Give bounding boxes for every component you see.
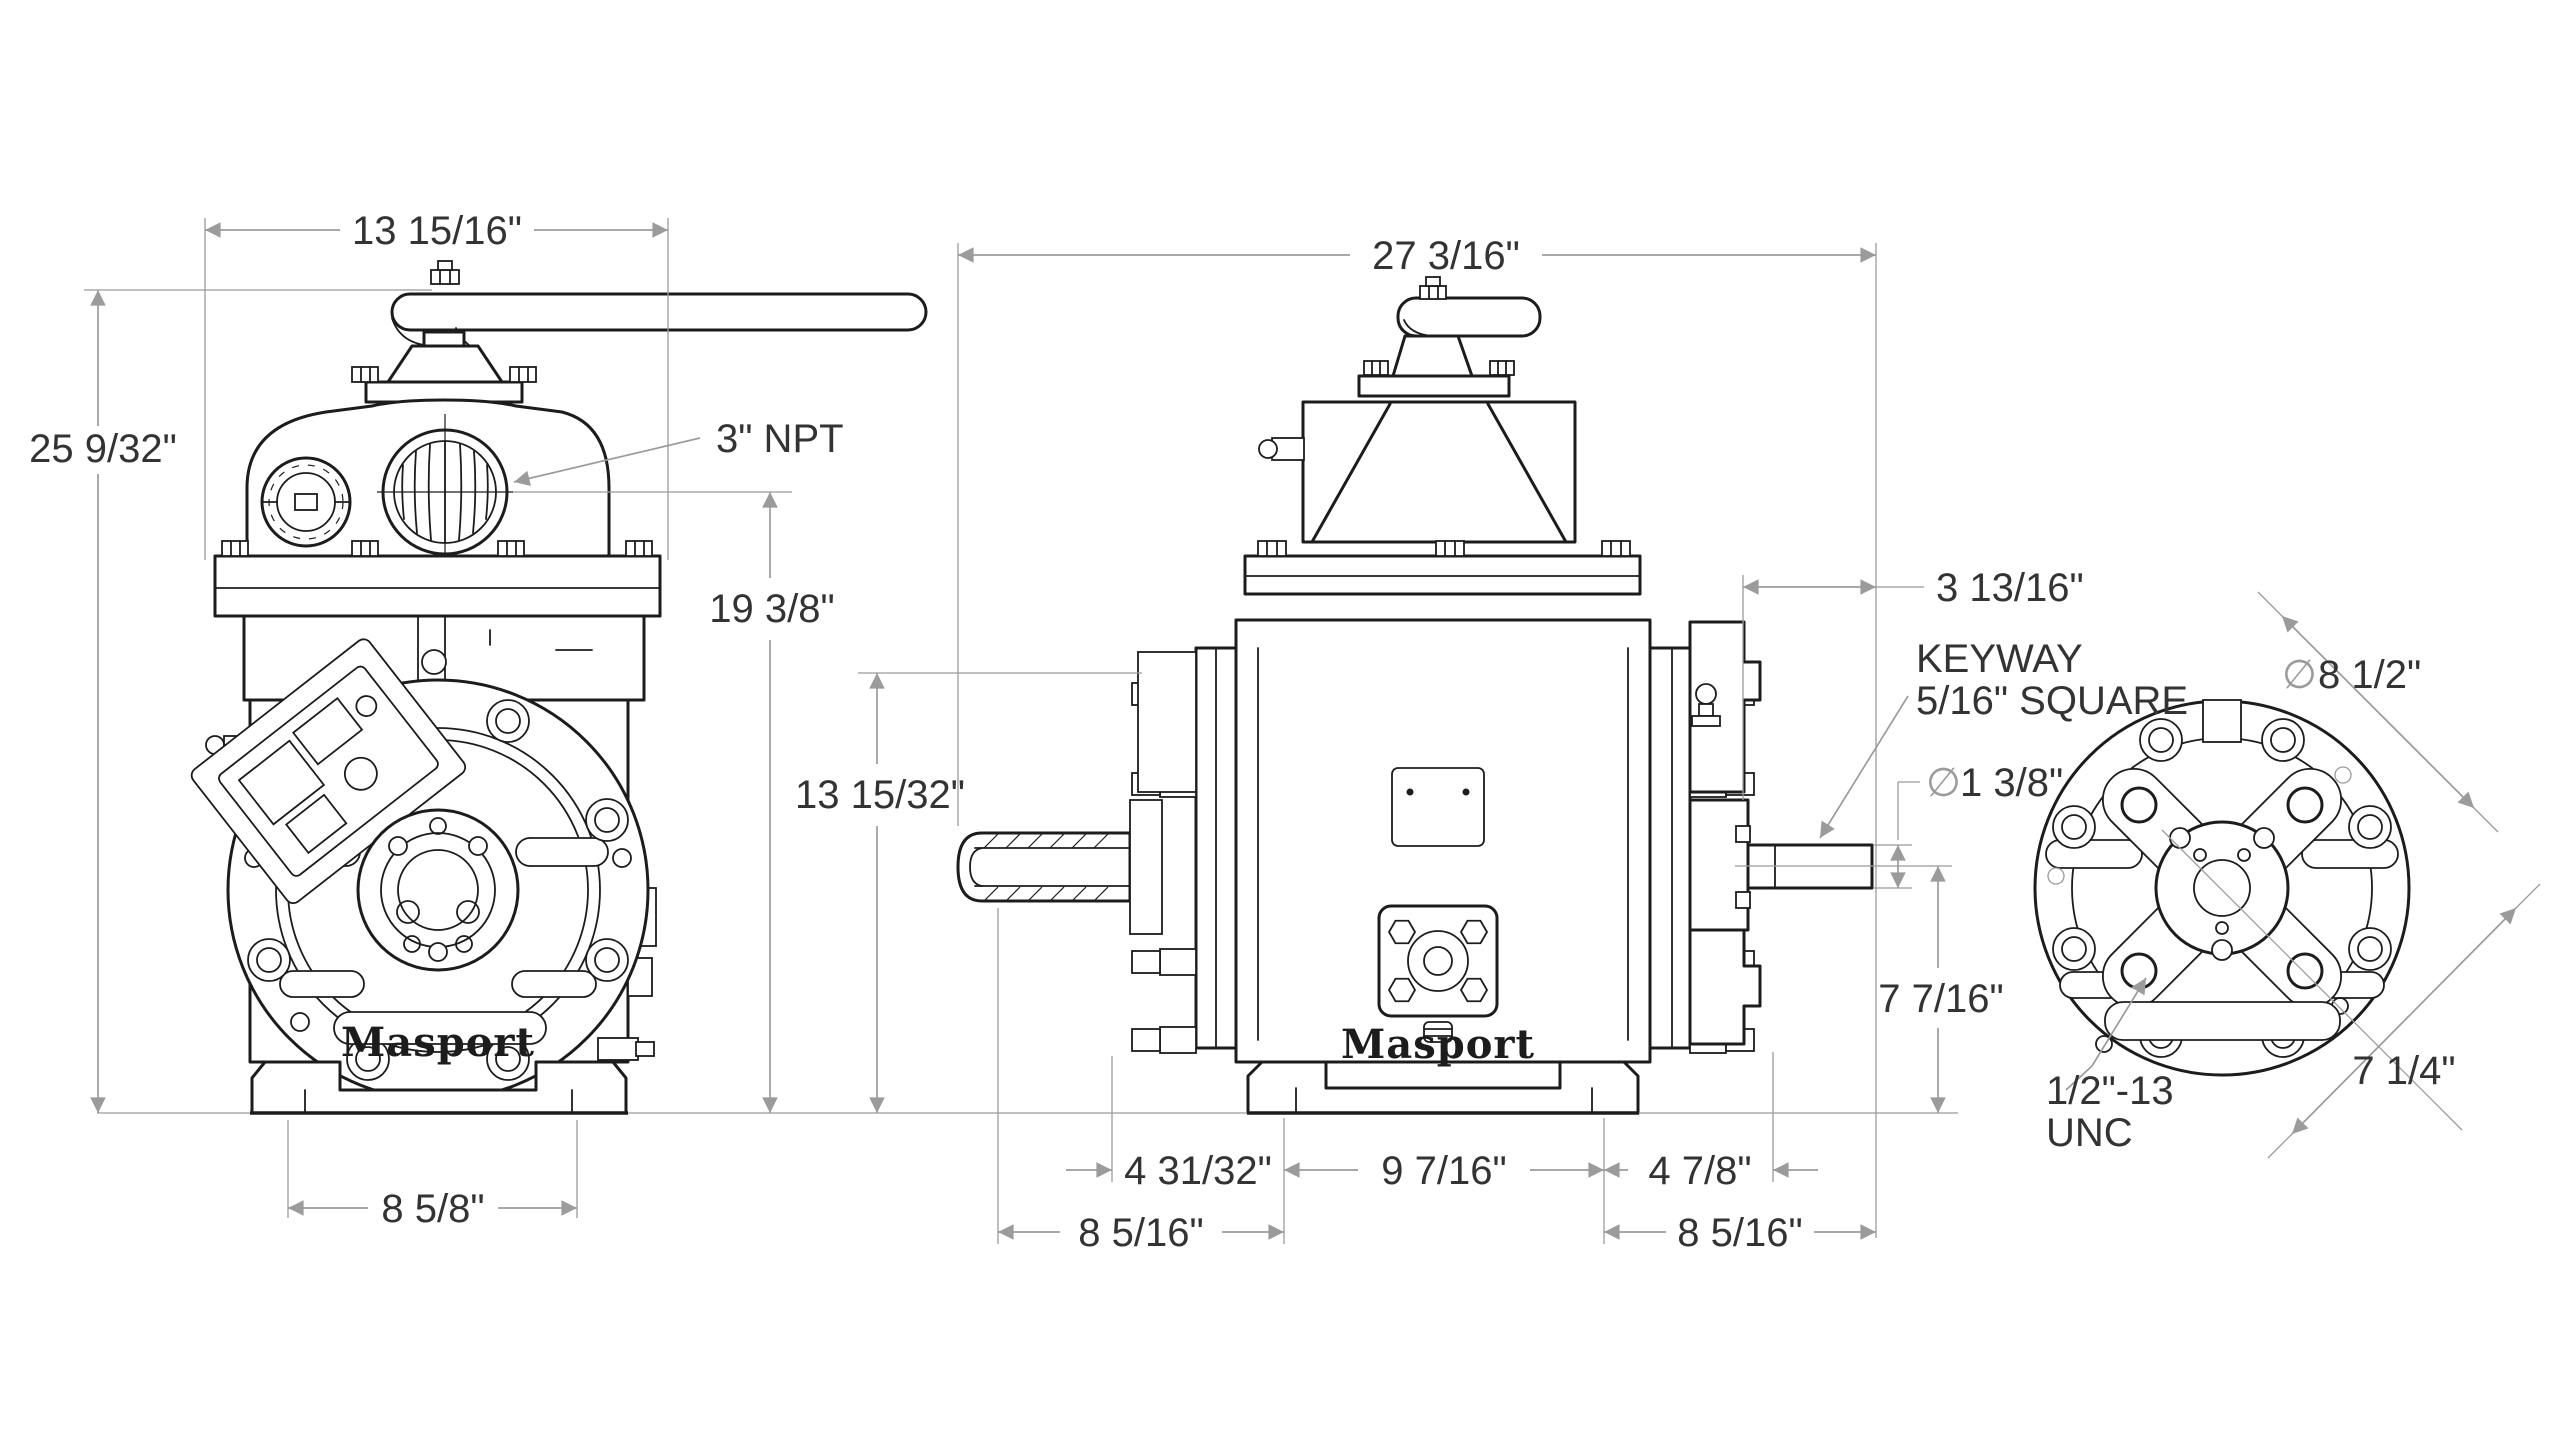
label-keyway: KEYWAY 5/16" SQUARE [1819,637,2188,839]
dim-stud-spacing: 7 1/4" [2161,829,2541,1159]
mounting-feet-side [1246,1060,1640,1115]
dim-stud-spacing-label: 7 1/4" [2352,1049,2455,1093]
dim-shaft-height-label: 7 7/16" [1878,977,2003,1021]
dim-bolt-circle-label: 8 1/2" [2318,653,2421,697]
label-port: 3" NPT [513,417,844,486]
dim-seg-mid-label: 9 7/16" [1381,1149,1506,1193]
upper-flange [213,540,662,618]
mounting-feet-front [250,1060,628,1115]
dim-bolt-circle: ∅ 8 1/2" [2257,591,2499,833]
side-view: Masport [956,276,1874,1115]
port-label: 3" NPT [716,417,844,461]
right-fins-shaft [1648,620,1874,1054]
dim-seg-right-label: 4 7/8" [1648,1149,1751,1193]
dimensions: 13 15/16" 25 9/32" 3" NPT 19 3/8" 8 [29,209,2541,1255]
sight-glass [260,456,352,548]
thread-label-line1: 1/2"-13 [2046,1069,2174,1113]
dim-front-height-label: 25 9/32" [29,427,177,471]
top-housing [245,398,611,586]
dim-front-width: 13 15/16" [204,209,669,560]
valve-bonnet [351,330,537,404]
dim-side-width: 27 3/16" [957,234,1877,1238]
dim-bottom-row1: 4 31/32" 9 7/16" 4 7/8" [1066,1052,1818,1244]
keyway-label-line2: 5/16" SQUARE [1916,679,2188,723]
nameplate-slot [333,1011,547,1045]
dim-side-width-label: 27 3/16" [1372,234,1520,278]
diameter-symbol-bolt-circle: ∅ [2282,653,2317,697]
dim-seg-left-label: 4 31/32" [1124,1149,1272,1193]
thread-label-line2: UNC [2046,1111,2133,1155]
dim-shaft-height: 7 7/16" [1735,865,2004,1113]
dim-overall-right-label: 8 5/16" [1677,1211,1802,1255]
dim-inlet-height-label: 13 15/32" [795,773,965,817]
shaft-hub [356,808,520,972]
pump-body-side [1234,618,1652,1064]
pipe-hatching [983,833,1109,902]
diameter-symbol-shaft: ∅ [1926,761,1961,805]
keyway-label-line1: KEYWAY [1916,637,2083,681]
vacuum-relief-bracket [190,638,467,905]
dim-shaft-offset: 3 13/16" [1742,566,2084,800]
dim-shaft-offset-label: 3 13/16" [1936,566,2084,610]
dim-bottom-row2: 8 5/16" 8 5/16" [997,908,1876,1255]
brand-logo-front: Masport [341,1019,535,1066]
dim-foot-width: 8 5/8" [287,1120,578,1231]
shaft-boss [2154,820,2290,961]
dim-front-width-label: 13 15/16" [352,209,522,253]
valve-assembly-side [1258,276,1577,544]
dim-foot-width-label: 8 5/8" [381,1187,484,1231]
front-view: Masport [190,260,928,1115]
end-nameplate-slot [2104,1001,2341,1041]
flange-band-side [1243,540,1642,596]
end-view [2033,699,2411,1077]
drain-plug [1423,1021,1453,1043]
dim-inlet-height: 13 15/32" [795,672,1142,1113]
dim-shaft-dia-label: 1 3/8" [1960,761,2063,805]
label-thread: 1/2"-13 UNC [2046,977,2174,1155]
discharge-flange [1377,904,1499,1018]
top-notch [2202,699,2242,743]
dim-shaft-dia: ∅ 1 3/8" [1874,761,2063,889]
left-fins-inlet [956,646,1238,1054]
dim-front-height: 25 9/32" [29,289,432,1113]
valve-handle [390,260,928,347]
dim-port-height-label: 19 3/8" [709,587,834,631]
brand-logo-side: Masport [1341,1021,1535,1068]
dim-port-height: 19 3/8" [513,491,835,1113]
dim-overall-left-label: 8 5/16" [1078,1211,1203,1255]
